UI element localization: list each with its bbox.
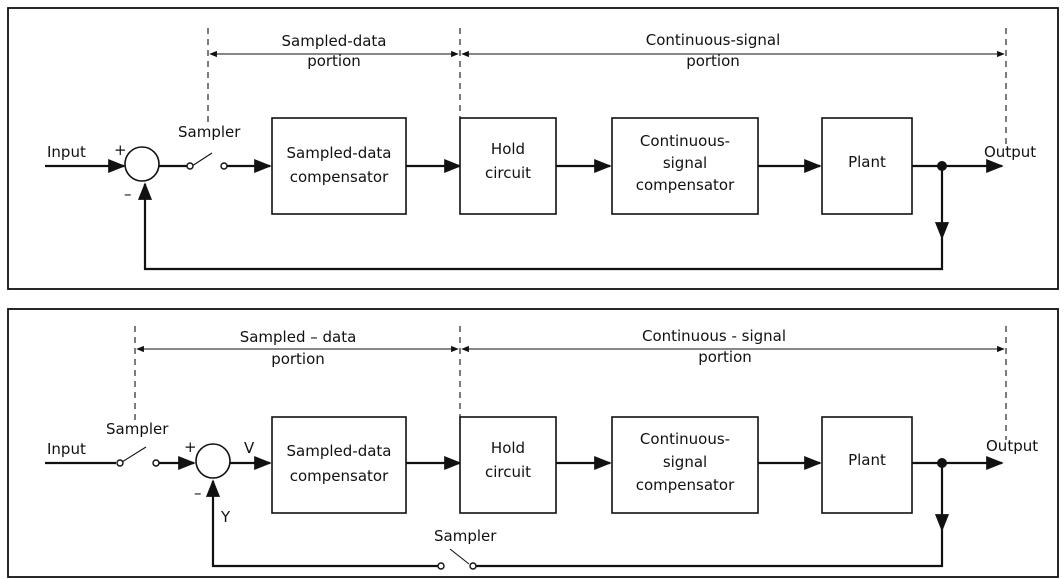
top-sampled-compensator-label-1: Sampled-data (287, 144, 392, 162)
bottom-panel-frame (7, 308, 1059, 578)
bottom-sampled-compensator-label-1: Sampled-data (287, 442, 392, 460)
top-summing-junction (124, 146, 160, 182)
top-diagram: Sampled-data portion Continuous-signal p… (7, 7, 1059, 290)
bottom-continuous-signal-compensator (611, 416, 759, 514)
bottom-input-sampler-contact-in (116, 459, 124, 467)
top-continuous-signal-compensator (611, 117, 759, 215)
top-plant (821, 117, 913, 215)
bottom-continuous-portion-label-2: portion (698, 348, 752, 366)
top-output-label: Output (984, 143, 1036, 161)
bottom-sampled-portion-label-1: Sampled – data (240, 328, 357, 346)
bottom-y-label: Y (220, 508, 231, 526)
top-hold-label-2: circuit (485, 164, 531, 182)
bottom-input-sampler-contact-out (152, 459, 160, 467)
bottom-continuous-compensator-label-1: Continuous- (640, 430, 730, 448)
bottom-hold-circuit (459, 416, 557, 514)
bottom-summing-junction (195, 443, 231, 479)
top-sampled-portion-label-1: Sampled-data (282, 32, 387, 50)
bottom-sampled-data-compensator (271, 416, 407, 514)
bottom-input-sampler-label: Sampler (106, 420, 169, 438)
bottom-minus-sign: – (194, 484, 202, 502)
bottom-input-sampler-blade (121, 446, 147, 463)
bottom-feedback-sampler-contact-out (437, 562, 445, 570)
top-feedback-path (137, 182, 944, 271)
top-hold-label-1: Hold (491, 140, 525, 158)
top-sampler-contact-in (186, 162, 194, 170)
bottom-feedback-sampler-label: Sampler (434, 527, 497, 545)
top-plus-sign: + (114, 141, 127, 159)
bottom-plant-label: Plant (848, 451, 886, 469)
top-input-label: Input (47, 143, 86, 161)
top-continuous-compensator-label-2: signal (663, 154, 707, 172)
bottom-continuous-portion-label-1: Continuous - signal (642, 327, 786, 345)
top-continuous-compensator-label-1: Continuous- (640, 132, 730, 150)
top-sampler-blade (191, 152, 213, 167)
bottom-continuous-compensator-label-3: compensator (636, 476, 735, 494)
bottom-feedback-sampler-contact-in (469, 562, 477, 570)
bottom-input-label: Input (47, 440, 86, 458)
top-continuous-compensator-label-3: compensator (636, 176, 735, 194)
top-continuous-portion-label-1: Continuous-signal (646, 31, 781, 49)
top-sampled-portion-label-2: portion (307, 52, 361, 70)
bottom-sampled-portion-label-2: portion (271, 350, 325, 368)
bottom-plant (821, 416, 913, 514)
top-continuous-portion-label-2: portion (686, 52, 740, 70)
bottom-diagram: Sampled – data portion Continuous - sign… (7, 308, 1059, 578)
top-sampler-label: Sampler (178, 123, 241, 141)
top-plant-label: Plant (848, 153, 886, 171)
top-sampled-data-compensator (271, 117, 407, 215)
bottom-sampled-compensator-label-2: compensator (290, 467, 389, 485)
bottom-plus-sign: + (184, 438, 197, 456)
bottom-hold-label-2: circuit (485, 463, 531, 481)
top-panel-frame (7, 7, 1059, 290)
top-minus-sign: – (124, 185, 132, 203)
bottom-feedback-sampler-blade (449, 548, 470, 565)
bottom-feedback-path (205, 479, 438, 568)
top-sampler-contact-out (220, 162, 228, 170)
top-sampled-compensator-label-2: compensator (290, 168, 389, 186)
bottom-v-label: V (244, 439, 255, 457)
bottom-hold-label-1: Hold (491, 439, 525, 457)
bottom-output-label: Output (986, 437, 1038, 455)
bottom-continuous-compensator-label-2: signal (663, 453, 707, 471)
bottom-feedback-wire-to-sampler (476, 530, 944, 568)
